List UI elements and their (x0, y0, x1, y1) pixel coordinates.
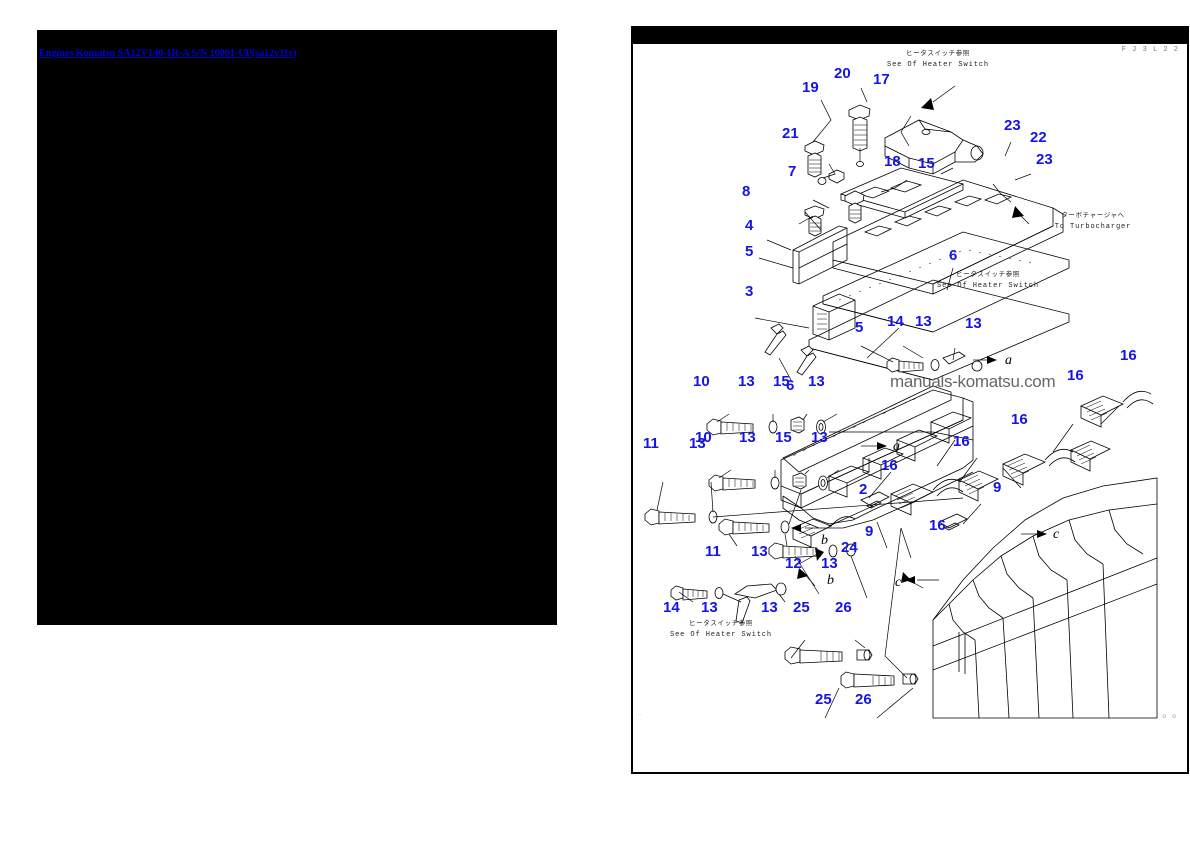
annotation-turbo-jp: ターボチャージャへ (1061, 210, 1124, 219)
callout-22: 22 (1030, 129, 1047, 146)
callout-16b: 16 (1067, 367, 1084, 384)
page-mark-left: . (639, 710, 641, 717)
callout-18: 18 (884, 153, 901, 170)
callout-16e: 16 (881, 457, 898, 474)
callout-10b: 10 (695, 429, 712, 446)
callout-17: 17 (873, 71, 890, 88)
callout-13b: 13 (965, 315, 982, 332)
callout-26a: 26 (835, 599, 852, 616)
exploded-view-drawing: 19 20 17 21 18 15 23 22 23 7 8 4 5 3 6 5… (633, 28, 1187, 772)
callout-5b: 5 (855, 319, 863, 336)
annotation-heater-mid-en: See Of Heater Switch (937, 282, 1039, 290)
callout-16c: 16 (1011, 411, 1028, 428)
section-letter-c2: c (895, 575, 902, 590)
callout-15: 15 (918, 155, 935, 172)
callout-13a: 13 (915, 313, 932, 330)
callout-15b: 15 (773, 373, 790, 390)
annotation-heater-top-jp: ヒータスイッチ参照 (906, 48, 970, 57)
annotation-heater-top-en: See Of Heater Switch (887, 61, 989, 69)
annotation-turbo-en: To Turbocharger (1055, 223, 1132, 231)
catalog-page-link[interactable]: Engines Komatsu SA12V140-1R-A S/N 10001-… (39, 48, 297, 59)
callout-26b: 26 (855, 691, 872, 708)
callout-13g: 13 (811, 429, 828, 446)
callout-8: 8 (742, 183, 750, 200)
callout-7: 7 (788, 163, 796, 180)
callout-25a: 25 (793, 599, 810, 616)
callout-13f: 13 (739, 429, 756, 446)
callout-11b: 11 (705, 543, 721, 560)
section-letter-a1: a (1005, 353, 1012, 368)
callout-13i: 13 (821, 555, 838, 572)
callout-10a: 10 (693, 373, 710, 390)
image-placeholder-panel (37, 30, 557, 625)
section-letter-c1: c (1053, 527, 1060, 542)
callout-25b: 25 (815, 691, 832, 708)
callout-13d: 13 (808, 373, 825, 390)
callout-16f: 16 (929, 517, 946, 534)
callout-13h: 13 (751, 543, 768, 560)
callout-13e: 13 (689, 435, 706, 452)
callout-12: 12 (785, 555, 802, 572)
section-letter-b1: b (821, 533, 828, 548)
annotation-heater-bottom-en: See Of Heater Switch (670, 631, 772, 639)
callout-2: 2 (859, 481, 867, 498)
callout-20: 20 (834, 65, 851, 82)
callout-6a: 6 (949, 247, 957, 264)
section-letter-a2: a (893, 439, 900, 454)
callout-14b: 14 (663, 599, 680, 616)
callout-19: 19 (802, 79, 819, 96)
callout-16d: 16 (953, 433, 970, 450)
callout-5a: 5 (745, 243, 753, 260)
callout-13k: 13 (761, 599, 778, 616)
callout-4: 4 (745, 217, 754, 234)
callout-6b: 6 (786, 377, 794, 394)
callout-16a: 16 (1120, 347, 1137, 364)
callout-3: 3 (745, 283, 753, 300)
page-header-bar (633, 28, 1187, 44)
callout-23a: 23 (1004, 117, 1021, 134)
callout-21: 21 (782, 125, 799, 142)
annotation-heater-bottom-jp: ヒータスイッチ参照 (689, 618, 753, 627)
callout-13c: 13 (738, 373, 755, 390)
section-letter-b2: b (827, 573, 834, 588)
callout-14a: 14 (887, 313, 904, 330)
parts-diagram-panel: F J 3 L 2 2 . - . - o o o (631, 26, 1189, 774)
callout-9a: 9 (865, 523, 873, 540)
callout-24: 24 (841, 539, 858, 556)
callout-11a: 11 (643, 435, 659, 452)
callout-23b: 23 (1036, 151, 1053, 168)
callout-9b: 9 (993, 479, 1001, 496)
annotation-heater-mid-jp: ヒータスイッチ参照 (956, 269, 1020, 278)
page-code-top: F J 3 L 2 2 (1121, 46, 1179, 54)
callout-13j: 13 (701, 599, 718, 616)
callout-15c: 15 (775, 429, 792, 446)
